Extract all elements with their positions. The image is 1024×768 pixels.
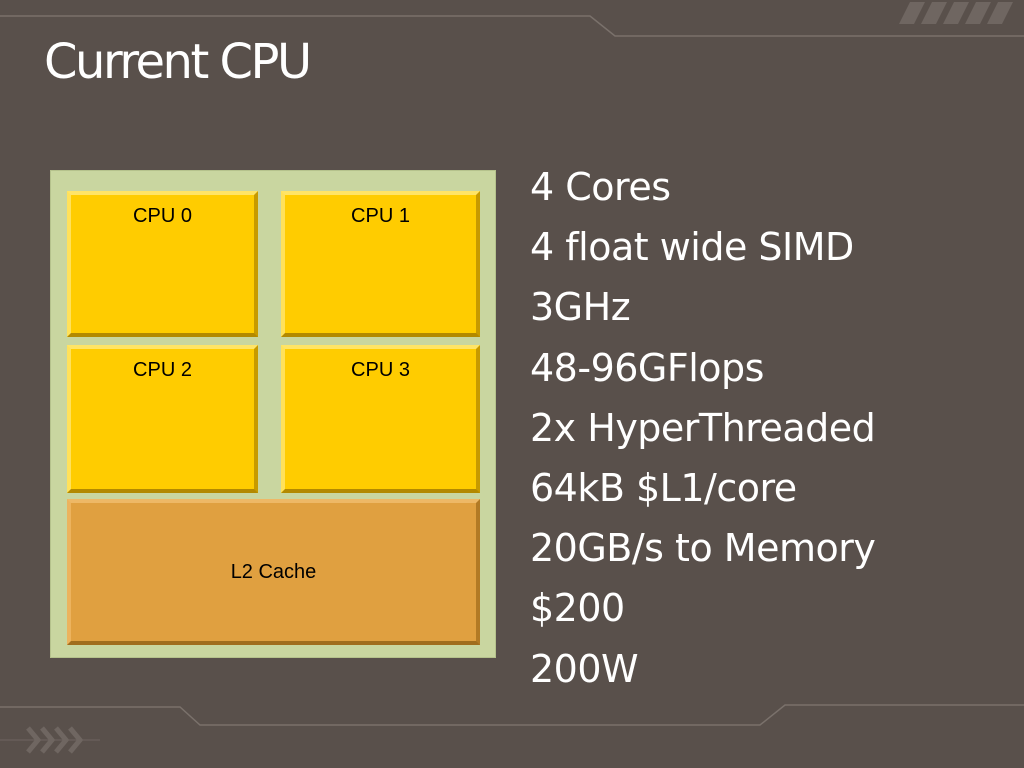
spec-item: 200W <box>530 646 639 691</box>
page-title: Current CPU <box>44 34 312 90</box>
spec-item: 4 Cores <box>530 165 671 209</box>
spec-item: 2x HyperThreaded <box>530 405 876 450</box>
l2-cache-block: L2 Cache <box>67 499 480 645</box>
cache-label: L2 Cache <box>230 560 317 583</box>
spec-item: 48-96GFlops <box>530 345 764 390</box>
chevrons-icon <box>26 726 84 754</box>
cpu-diagram: CPU 0 CPU 1 CPU 2 CPU 3 L2 Cache <box>50 170 496 658</box>
core-label: CPU 3 <box>351 359 410 381</box>
core-label: CPU 2 <box>133 359 192 381</box>
core-label: CPU 1 <box>351 205 410 227</box>
spec-item: $200 <box>530 586 625 631</box>
spec-item: 64kB $L1/core <box>530 465 797 510</box>
spec-item: 3GHz <box>530 285 631 330</box>
spec-item: 4 float wide SIMD <box>530 225 854 270</box>
spec-item: 20GB/s to Memory <box>530 526 876 571</box>
core-block-cpu1: CPU 1 <box>281 191 480 337</box>
core-block-cpu2: CPU 2 <box>67 345 258 493</box>
spec-list: 4 Cores 4 float wide SIMD 3GHz 48-96GFlo… <box>530 160 876 702</box>
core-block-cpu3: CPU 3 <box>281 345 480 493</box>
core-label: CPU 0 <box>133 205 192 227</box>
stripes-icon <box>899 2 1013 24</box>
core-block-cpu0: CPU 0 <box>67 191 258 337</box>
